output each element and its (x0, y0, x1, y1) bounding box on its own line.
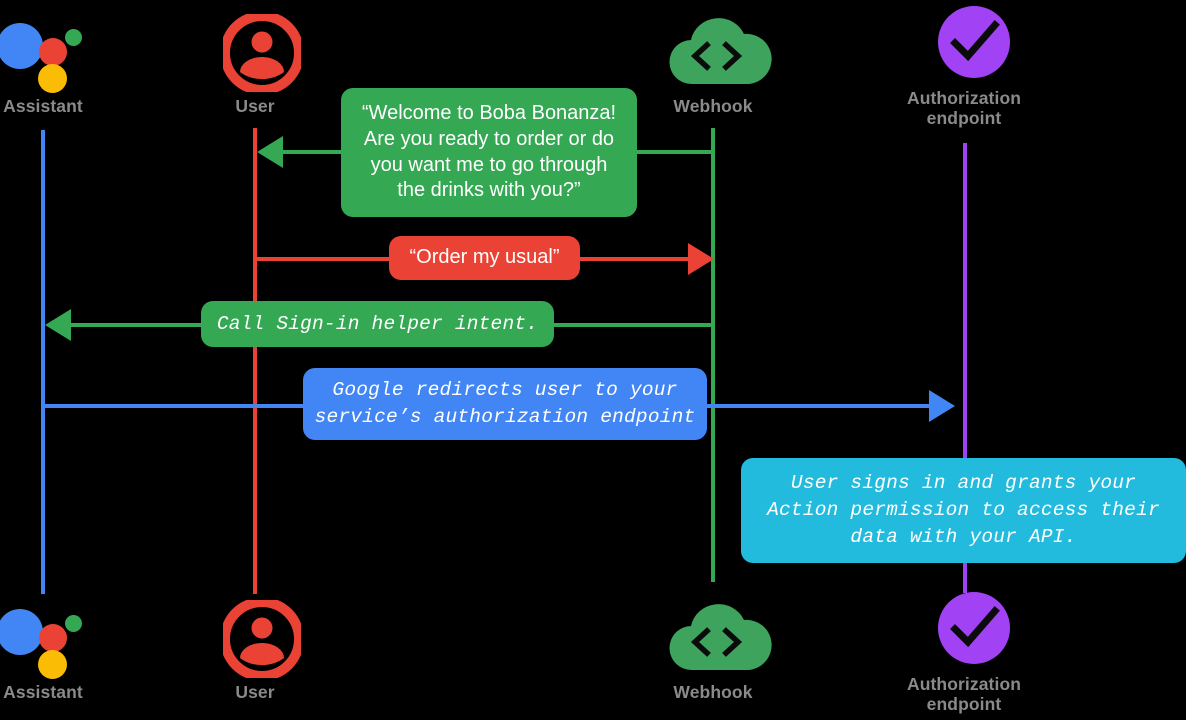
actor-label-webhook-bottom: Webhook (673, 682, 753, 702)
user-avatar-svg-bottom (223, 600, 301, 678)
actor-webhook-top: Webhook (613, 8, 813, 116)
arrowhead-call-sign-in-helper-intent (45, 309, 71, 341)
actor-authorization-endpoint-bottom: Authorization endpoint (864, 586, 1064, 714)
bubble-welcome-message: “Welcome to Boba Bonanza! Are you ready … (341, 88, 637, 217)
connector-call-sign-in-helper-intent-tail (71, 323, 205, 327)
bubble-welcome-message-text: “Welcome to Boba Bonanza! Are you ready … (361, 102, 617, 202)
google-assistant-icon (0, 8, 93, 93)
connector-call-sign-in-helper-intent (552, 323, 714, 327)
lifeline-user (253, 128, 257, 594)
actor-label-assistant: Assistant (3, 96, 83, 116)
actor-label-assistant-bottom: Assistant (3, 682, 83, 702)
bubble-google-redirects-user: Google redirects user to your service’s … (303, 368, 707, 440)
assistant-yellow-dot-icon (38, 650, 67, 679)
assistant-green-dot-icon (65, 615, 82, 632)
arrowhead-google-redirects-user (929, 390, 955, 422)
assistant-red-dot-icon (39, 38, 67, 66)
purple-check-circle-svg (938, 6, 1010, 78)
connector-welcome-message-tail (283, 150, 343, 154)
purple-check-circle-icon (914, 0, 1014, 82)
assistant-yellow-dot-icon (38, 64, 67, 93)
bubble-call-sign-in-helper-intent: Call Sign-in helper intent. (201, 301, 554, 347)
actor-label-authorization-endpoint: Authorization endpoint (906, 88, 1022, 129)
bubble-user-signs-in-grants-text: User signs in and grants your Action per… (767, 472, 1160, 548)
bubble-order-my-usual: “Order my usual” (389, 236, 580, 280)
assistant-green-dot-icon (65, 29, 82, 46)
lifeline-webhook (711, 128, 715, 582)
cloud-code-icon-bottom (663, 594, 772, 676)
assistant-blue-dot-icon (0, 23, 43, 69)
purple-check-circle-icon-bottom (914, 586, 1014, 668)
actor-webhook-bottom: Webhook (613, 594, 813, 702)
connector-google-redirects-user-tail (41, 404, 309, 408)
actor-assistant-bottom: Assistant (0, 594, 143, 702)
actor-user-top: User (155, 8, 355, 116)
user-avatar-svg (223, 14, 301, 92)
actor-label-user-bottom: User (235, 682, 275, 702)
purple-check-circle-svg-bottom (938, 592, 1010, 664)
bubble-call-sign-in-helper-intent-text: Call Sign-in helper intent. (216, 312, 539, 335)
assistant-red-dot-icon (39, 624, 67, 652)
cloud-code-svg (669, 18, 772, 85)
actor-assistant-top: Assistant (0, 8, 143, 116)
actor-user-bottom: User (155, 594, 355, 702)
arrowhead-welcome-message (257, 136, 283, 168)
connector-welcome-message (636, 150, 714, 154)
lifeline-authorization-endpoint (963, 143, 967, 593)
user-avatar-icon (205, 8, 305, 92)
cloud-code-icon (663, 8, 772, 90)
user-avatar-icon-bottom (205, 594, 305, 678)
lifeline-assistant (41, 130, 45, 594)
connector-google-redirects-user-head (702, 404, 931, 408)
actor-label-authorization-endpoint-bottom: Authorization endpoint (906, 674, 1022, 715)
connector-order-my-usual-head (576, 257, 690, 261)
assistant-blue-dot-icon (0, 609, 43, 655)
cloud-code-svg-bottom (669, 604, 772, 671)
bubble-order-my-usual-text: “Order my usual” (409, 246, 560, 269)
actor-label-user: User (235, 96, 275, 116)
arrowhead-order-my-usual (688, 243, 714, 275)
google-assistant-icon-bottom (0, 594, 93, 679)
bubble-user-signs-in-grants: User signs in and grants your Action per… (741, 458, 1186, 563)
actor-authorization-endpoint-top: Authorization endpoint (864, 0, 1064, 128)
actor-label-webhook: Webhook (673, 96, 753, 116)
connector-order-my-usual-tail (253, 257, 393, 261)
bubble-google-redirects-user-text: Google redirects user to your service’s … (314, 379, 696, 428)
